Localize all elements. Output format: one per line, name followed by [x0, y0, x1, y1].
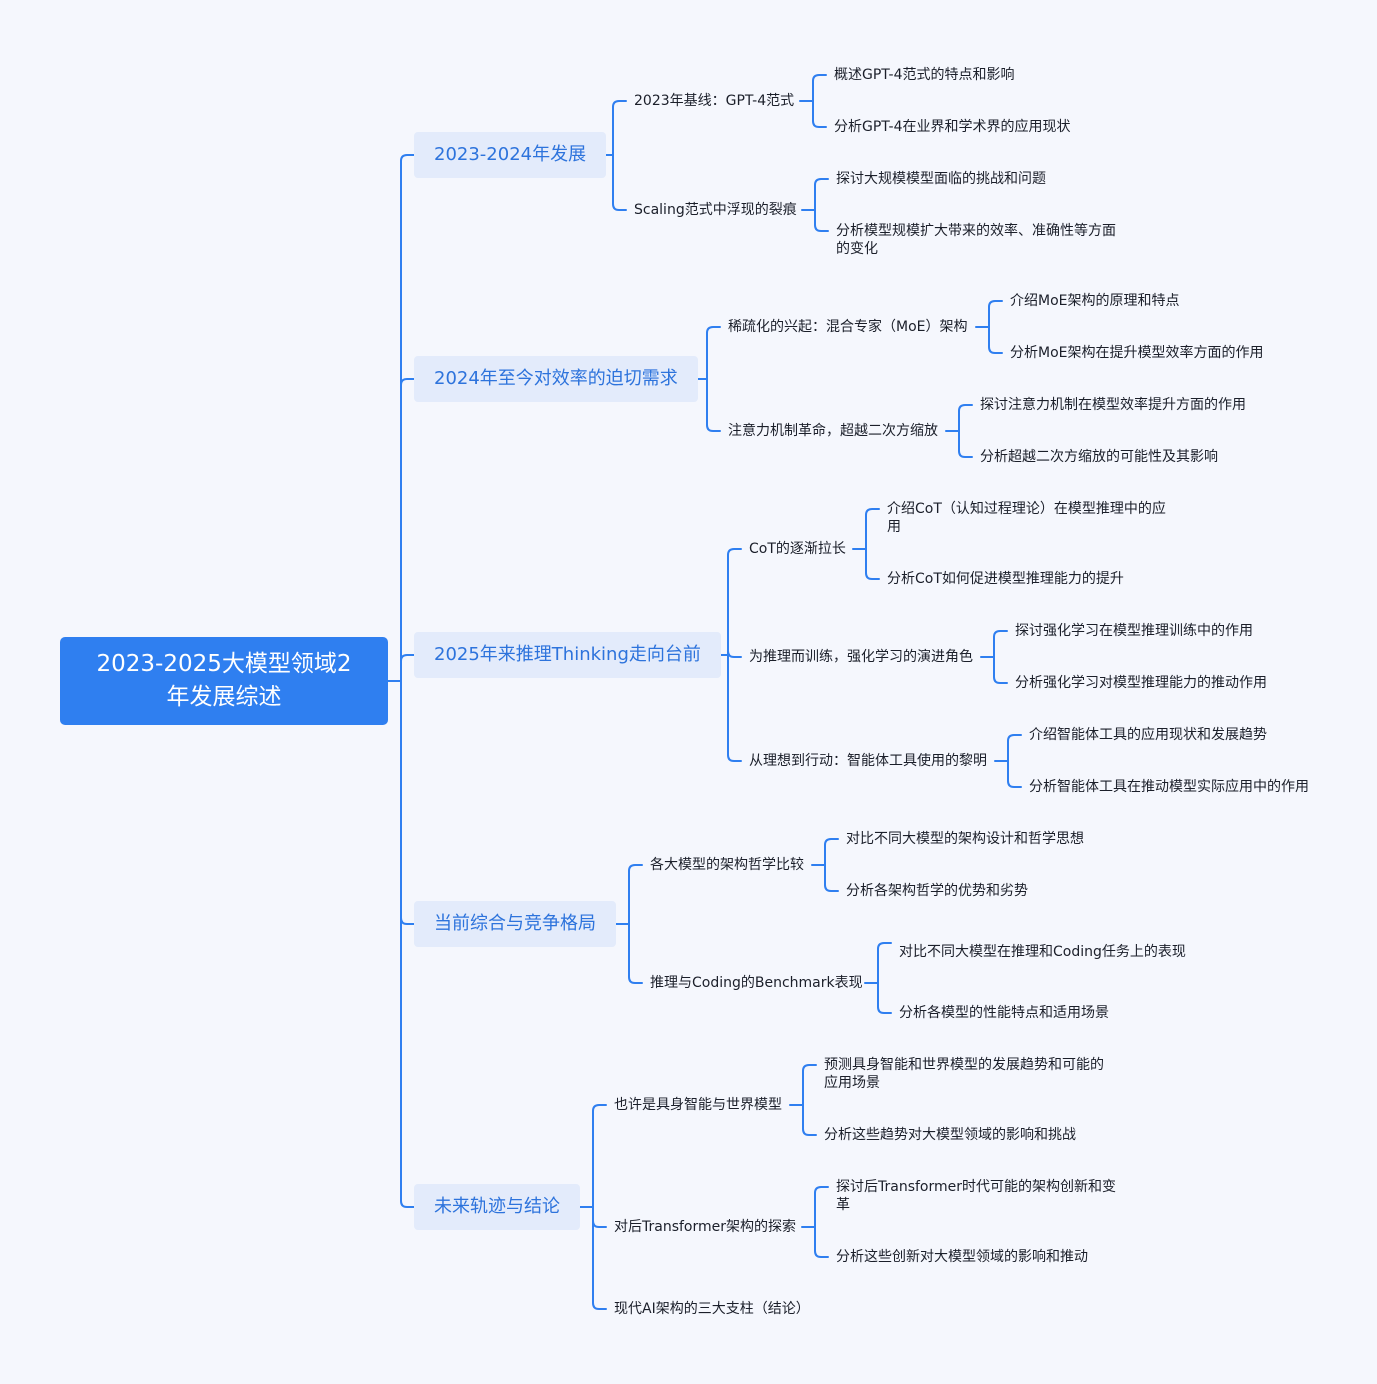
subtopic-node[interactable]: Scaling范式中浮现的裂痕 — [634, 202, 797, 218]
subtopic-node[interactable]: 稀疏化的兴起：混合专家（MoE）架构 — [728, 319, 968, 335]
leaf-node[interactable]: 分析模型规模扩大带来的效率、准确性等方面的变化 — [836, 223, 1116, 257]
connector-line — [400, 154, 415, 682]
connector-line — [1007, 734, 1022, 762]
connector-line — [877, 982, 892, 1014]
connector-line — [958, 430, 973, 458]
connector-line — [802, 1104, 817, 1136]
connector-line — [612, 154, 627, 211]
connector-line — [400, 680, 415, 925]
subtopic-node[interactable]: 对后Transformer架构的探索 — [614, 1219, 797, 1235]
connector-line — [865, 548, 880, 580]
leaf-node[interactable]: 分析各架构哲学的优势和劣势 — [846, 883, 1028, 899]
connector-line — [993, 630, 1008, 658]
connector-line — [706, 378, 721, 432]
connector-line — [824, 838, 839, 866]
leaf-node[interactable]: 探讨注意力机制在模型效率提升方面的作用 — [980, 397, 1246, 413]
connector-line — [865, 508, 880, 550]
leaf-node[interactable]: 概述GPT-4范式的特点和影响 — [834, 67, 1015, 83]
connector-line — [727, 654, 742, 762]
leaf-node[interactable]: 对比不同大模型的架构设计和哲学思想 — [846, 831, 1084, 847]
leaf-node[interactable]: 探讨大规模模型面临的挑战和问题 — [836, 171, 1046, 187]
leaf-node[interactable]: 分析CoT如何促进模型推理能力的提升 — [887, 571, 1124, 587]
leaf-node[interactable]: 介绍MoE架构的原理和特点 — [1010, 293, 1180, 309]
subtopic-node[interactable]: 从理想到行动：智能体工具使用的黎明 — [749, 753, 987, 769]
leaf-node[interactable]: 分析超越二次方缩放的可能性及其影响 — [980, 449, 1218, 465]
connector-line — [993, 656, 1008, 684]
connector-line — [400, 680, 415, 1208]
connector-line — [628, 923, 643, 984]
connector-line — [814, 1186, 829, 1228]
connector-line — [812, 74, 827, 102]
connector-line — [1007, 760, 1022, 788]
leaf-node[interactable]: 介绍CoT（认知过程理论）在模型推理中的应用 — [887, 501, 1166, 535]
connector-line — [727, 548, 742, 656]
leaf-node[interactable]: 分析这些创新对大模型领域的影响和推动 — [836, 1249, 1088, 1265]
subtopic-node[interactable]: 注意力机制革命，超越二次方缩放 — [728, 423, 938, 439]
subtopic-node[interactable]: 也许是具身智能与世界模型 — [614, 1097, 782, 1113]
connector-line — [612, 100, 627, 156]
connector-line — [958, 404, 973, 432]
connector-line — [988, 300, 1003, 328]
connector-line — [812, 100, 827, 128]
connector-line — [814, 178, 829, 211]
branch-node[interactable]: 当前综合与竞争格局 — [414, 901, 616, 947]
connector-line — [628, 864, 643, 925]
branch-node[interactable]: 2023-2024年发展 — [414, 132, 607, 178]
branch-node[interactable]: 未来轨迹与结论 — [414, 1184, 580, 1230]
connector-line — [400, 378, 415, 682]
branch-node[interactable]: 2025年来推理Thinking走向台前 — [414, 632, 721, 678]
connector-line — [824, 864, 839, 892]
subtopic-node[interactable]: 各大模型的架构哲学比较 — [650, 857, 804, 873]
subtopic-node[interactable]: 2023年基线：GPT-4范式 — [634, 93, 795, 109]
connector-line — [400, 654, 415, 682]
branch-node[interactable]: 2024年至今对效率的迫切需求 — [414, 356, 698, 402]
connector-line — [802, 1064, 817, 1106]
leaf-node[interactable]: 探讨后Transformer时代可能的架构创新和变革 — [836, 1179, 1117, 1213]
leaf-node[interactable]: 分析MoE架构在提升模型效率方面的作用 — [1010, 345, 1264, 361]
leaf-node[interactable]: 分析强化学习对模型推理能力的推动作用 — [1015, 675, 1267, 691]
connector-line — [706, 326, 721, 380]
subtopic-node[interactable]: 现代AI架构的三大支柱（结论） — [614, 1301, 810, 1317]
connector-line — [988, 326, 1003, 354]
connector-line — [592, 1206, 607, 1228]
root-node[interactable]: 2023-2025大模型领域2年发展综述 — [60, 637, 388, 725]
leaf-node[interactable]: 分析各模型的性能特点和适用场景 — [899, 1005, 1109, 1021]
subtopic-node[interactable]: 推理与Coding的Benchmark表现 — [650, 975, 863, 991]
connector-line — [814, 1226, 829, 1258]
connector-line — [592, 1104, 607, 1208]
connector-line — [592, 1206, 607, 1310]
connector-line — [727, 650, 742, 658]
leaf-node[interactable]: 分析GPT-4在业界和学术界的应用现状 — [834, 119, 1071, 135]
subtopic-node[interactable]: CoT的逐渐拉长 — [749, 541, 846, 557]
leaf-node[interactable]: 预测具身智能和世界模型的发展趋势和可能的应用场景 — [824, 1057, 1104, 1091]
leaf-node[interactable]: 分析这些趋势对大模型领域的影响和挑战 — [824, 1127, 1076, 1143]
leaf-node[interactable]: 对比不同大模型在推理和Coding任务上的表现 — [899, 944, 1186, 960]
connector-line — [814, 209, 829, 232]
leaf-node[interactable]: 分析智能体工具在推动模型实际应用中的作用 — [1029, 779, 1309, 795]
leaf-node[interactable]: 介绍智能体工具的应用现状和发展趋势 — [1029, 727, 1267, 743]
connector-line — [877, 942, 892, 984]
subtopic-node[interactable]: 为推理而训练，强化学习的演进角色 — [749, 649, 973, 665]
leaf-node[interactable]: 探讨强化学习在模型推理训练中的作用 — [1015, 623, 1253, 639]
